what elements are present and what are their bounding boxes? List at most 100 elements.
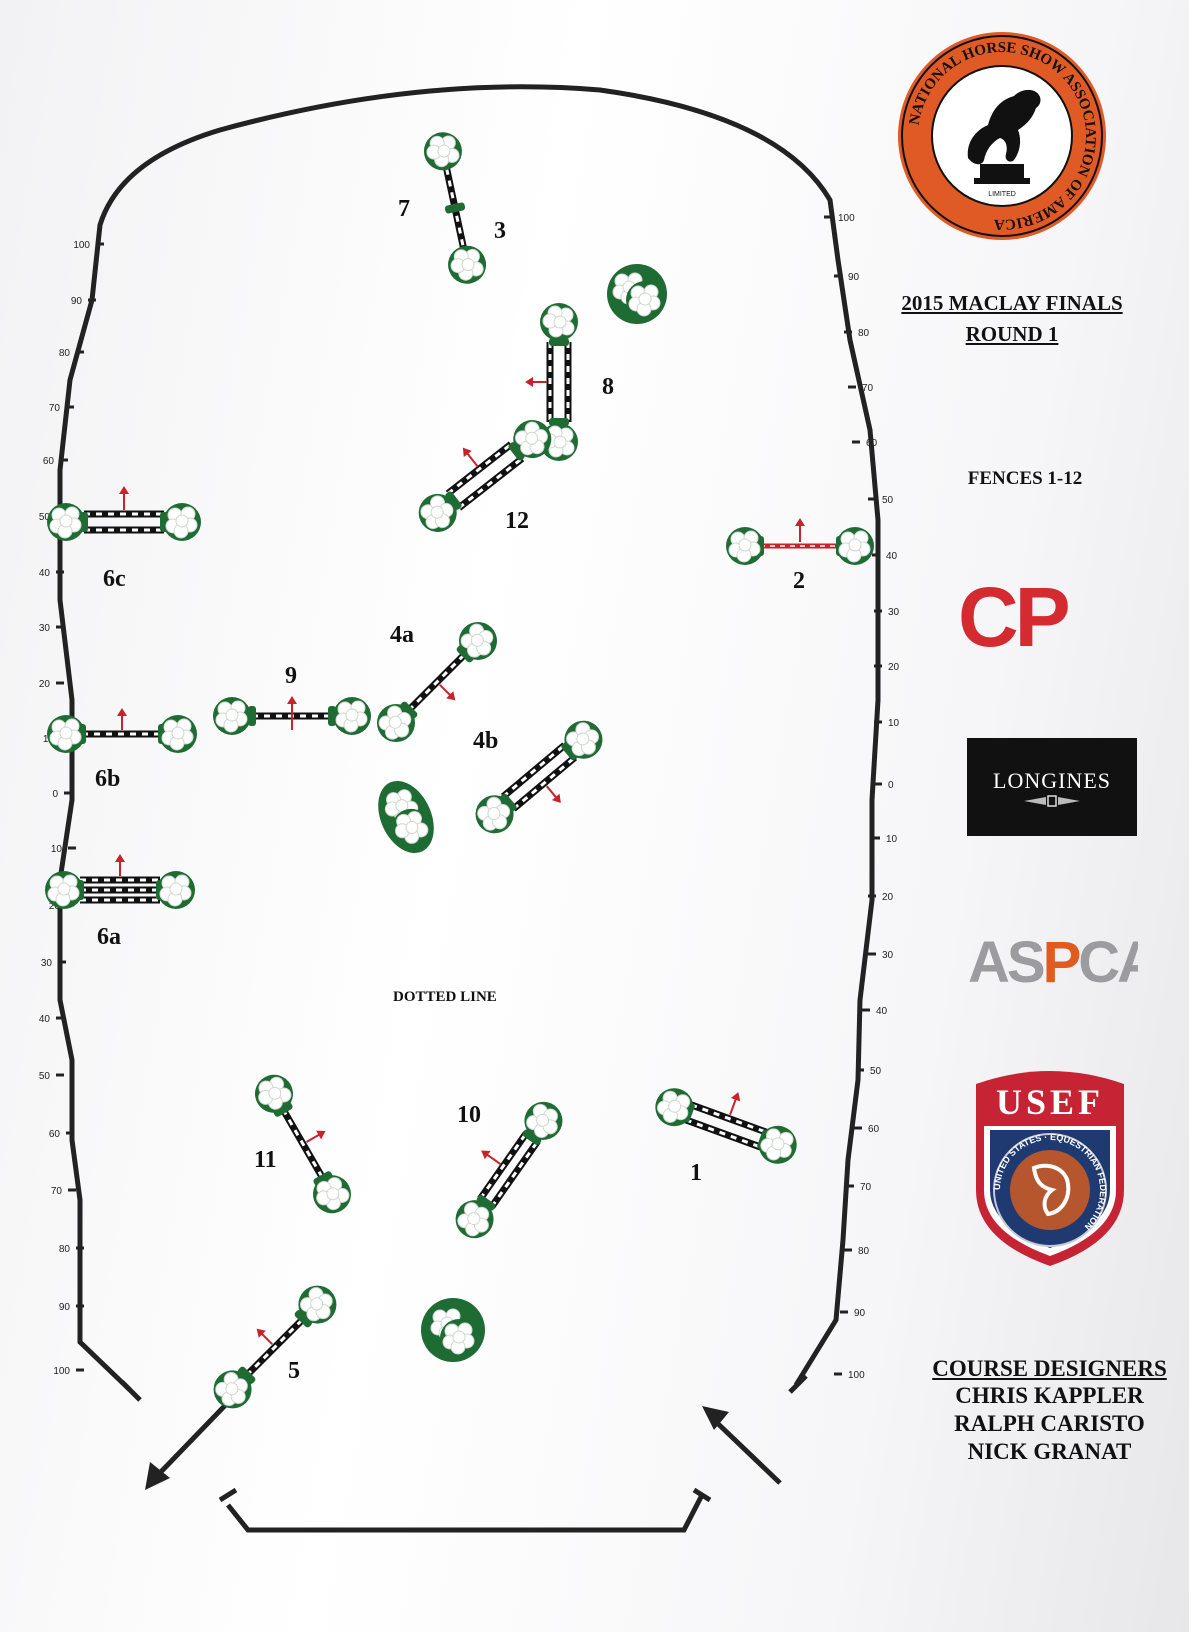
right-ruler-label: 80: [858, 328, 870, 339]
right-ruler-label: 40: [886, 551, 898, 562]
aspca-text-left: AS: [968, 930, 1044, 990]
left-ruler-label: 100: [73, 240, 90, 251]
fence-number-3: 3: [494, 218, 506, 244]
fence-number-4b: 4b: [473, 728, 498, 754]
left-ruler-label: 90: [59, 1302, 71, 1313]
fence-number-11: 11: [254, 1147, 277, 1173]
fence-number-5: 5: [288, 1358, 300, 1384]
fence-number-6a: 6a: [97, 924, 121, 950]
right-ruler-label: 40: [876, 1006, 888, 1017]
course-title: 2015 MACLAY FINALS: [901, 291, 1123, 315]
nhsa-logo: NATIONAL HORSE SHOW ASSOCIATION OF AMERI…: [898, 32, 1106, 240]
svg-text:ASPCA: ASPCA: [968, 930, 1138, 990]
fence-4a: [368, 613, 506, 751]
fence-4b: [467, 712, 611, 842]
arena-outline: [57, 84, 881, 1392]
right-ruler-label: 70: [862, 383, 874, 394]
left-ruler-label: 70: [51, 1186, 63, 1197]
fence-2: [725, 518, 875, 566]
left-ruler-label: 80: [59, 348, 71, 359]
right-ruler-label: 90: [854, 1308, 866, 1319]
right-ruler-label: 50: [870, 1066, 882, 1077]
left-ruler-label: 70: [49, 403, 61, 414]
entry-arrow: [710, 1416, 782, 1485]
left-ruler-label: 30: [41, 958, 53, 969]
left-ruler-label: 30: [39, 623, 51, 634]
left-ruler-label: 50: [39, 512, 51, 523]
left-ruler-label: 100: [53, 1366, 70, 1377]
fences-label: FENCES 1-12: [967, 468, 1083, 489]
right-ruler: 1009080706050403020100102030405060708090…: [824, 213, 900, 1381]
left-ruler-label: 60: [49, 1129, 61, 1140]
right-ruler-label: 30: [888, 607, 900, 618]
fence-number-1: 1: [690, 1160, 702, 1186]
left-ruler-label: 80: [59, 1244, 71, 1255]
fence-number-10: 10: [457, 1102, 481, 1128]
fence-number-6c: 6c: [103, 566, 126, 592]
right-ruler-label: 50: [882, 495, 894, 506]
fence-11: [247, 1067, 359, 1221]
fence-10: [447, 1093, 571, 1247]
fence-6c: [46, 486, 202, 542]
left-ruler-label: 50: [39, 1071, 51, 1082]
winged-hourglass-icon: [1024, 795, 1080, 807]
right-ruler-label: 80: [858, 1246, 870, 1257]
fence-number-6b: 6b: [95, 766, 120, 792]
fence-12: [410, 411, 560, 541]
fence-number-12: 12: [505, 508, 529, 534]
left-ruler-label: 40: [39, 1014, 51, 1025]
aspca-text-right: CA: [1078, 930, 1138, 990]
right-ruler-label: 100: [848, 1370, 865, 1381]
right-ruler-label: 100: [838, 213, 855, 224]
right-ruler-label: 20: [882, 892, 894, 903]
flower-bed-top: [607, 264, 667, 324]
right-ruler-label: 90: [848, 272, 860, 283]
left-ruler-label: 10: [51, 844, 63, 855]
designer-name-2: RALPH CARISTO: [954, 1411, 1145, 1436]
dotted-line-label: DOTTED LINE: [393, 989, 497, 1005]
fence-8: [525, 302, 579, 462]
fence-number-8: 8: [602, 374, 614, 400]
course-designers: COURSE DESIGNERS CHRIS KAPPLER RALPH CAR…: [910, 1355, 1189, 1466]
nhsa-limited-text: LIMITED: [988, 191, 1016, 198]
fence-number-9: 9: [285, 663, 297, 689]
cp-logo: CP: [958, 584, 1073, 652]
right-ruler-label: 60: [868, 1124, 880, 1135]
right-ruler-label: 0: [888, 780, 894, 791]
aspca-logo: ASPCA: [968, 930, 1138, 990]
horse-head-icon: [1031, 1163, 1071, 1217]
right-ruler-label: 10: [888, 718, 900, 729]
flower-bed-bottom: [421, 1298, 485, 1362]
left-ruler-label: 20: [39, 679, 51, 690]
longines-logo-text: LONGINES: [993, 768, 1111, 793]
fence-5: [205, 1277, 345, 1417]
left-ruler-label: 60: [43, 456, 55, 467]
aspca-text-p: P: [1043, 930, 1080, 990]
longines-logo: LONGINES: [967, 738, 1137, 836]
right-ruler-label: 20: [888, 662, 900, 673]
fence-number-4a: 4a: [390, 622, 414, 648]
fence-9: [212, 696, 372, 736]
fence-number-2: 2: [793, 568, 805, 594]
cp-logo-text: CP: [958, 584, 1069, 652]
fence-6a: [44, 854, 196, 910]
usef-logo: USEF UNITED STATES · EQUESTRIAN FEDERATI…: [976, 1071, 1124, 1266]
right-ruler-label: 30: [882, 950, 894, 961]
course-designers-header: COURSE DESIGNERS: [932, 1356, 1167, 1381]
fence-number-7: 7: [398, 196, 410, 222]
fence-1: [649, 1082, 803, 1170]
left-ruler-label: 90: [71, 296, 83, 307]
rearing-horse-icon: [967, 89, 1041, 184]
round-label: ROUND 1: [965, 322, 1059, 346]
flower-bed-oval: [375, 780, 437, 854]
fence-6b: [46, 708, 198, 754]
fence-3-7: [419, 128, 491, 288]
usef-logo-text: USEF: [996, 1082, 1104, 1122]
right-ruler-label: 70: [860, 1182, 872, 1193]
right-ruler-label: 10: [886, 834, 898, 845]
left-ruler-label: 0: [52, 789, 58, 800]
designer-name-3: NICK GRANAT: [967, 1439, 1132, 1464]
left-ruler-label: 40: [39, 568, 51, 579]
